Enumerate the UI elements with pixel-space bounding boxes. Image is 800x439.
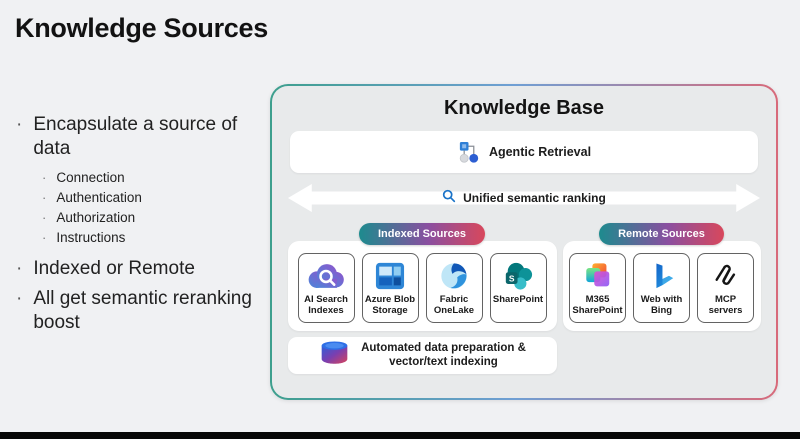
unified-ranking-label: Unified semantic ranking (463, 191, 606, 205)
search-icon (442, 189, 456, 208)
bullet-icon: · (42, 169, 47, 185)
notes-sublist: · Connection · Authentication · Authorizati… (42, 168, 268, 249)
ai-search-icon (305, 260, 347, 292)
indexed-sources-badge-row: Indexed Sources (288, 223, 557, 245)
note-text: Instructions (56, 230, 126, 246)
sources-columns: Indexed Sources (272, 223, 776, 374)
list-item: · Indexed or Remote (16, 257, 268, 281)
card-azure-blob-storage: Azure Blob Storage (361, 253, 419, 323)
list-item: · All get semantic reranking boost (16, 287, 268, 335)
m365-sharepoint-icon (583, 260, 613, 292)
bullet-icon: · (16, 257, 23, 279)
card-m365-sharepoint: M365 SharePoint (569, 253, 626, 323)
card-fabric-onelake: Fabric OneLake (425, 253, 483, 323)
indexed-sources-badge: Indexed Sources (358, 223, 486, 245)
card-mcp-servers: MCP servers (697, 253, 754, 323)
automated-indexing-line1: Automated data preparation & (361, 341, 526, 354)
card-sharepoint: S SharePoint (489, 253, 547, 323)
svg-text:S: S (509, 273, 515, 283)
note-text: Authorization (56, 210, 136, 225)
card-web-with-bing: Web with Bing (633, 253, 690, 323)
bullet-icon: · (16, 288, 23, 310)
page-title: Knowledge Sources (15, 13, 268, 43)
automated-indexing-label: Automated data preparation & vector/text… (361, 342, 526, 370)
mcp-icon (712, 260, 740, 292)
note-text: Connection (56, 169, 125, 185)
indexed-sources-group: AI Search Indexes Azure (287, 241, 557, 331)
agentic-retrieval-label: Agentic Retrieval (488, 145, 592, 159)
unified-ranking-content: Unified semantic ranking (286, 181, 762, 215)
list-item: · Instructions (42, 228, 268, 248)
card-label: AI Search Indexes (304, 294, 348, 316)
remote-sources-badge: Remote Sources (599, 223, 724, 245)
double-arrow-shape (287, 184, 761, 212)
card-label: Fabric OneLake (433, 294, 475, 316)
card-label: SharePoint (492, 294, 544, 305)
bullet-icon: · (42, 230, 47, 246)
unified-ranking-arrow: Unified semantic ranking (286, 181, 762, 215)
card-label: Web with Bing (640, 294, 683, 316)
note-text: Indexed or Remote (33, 257, 195, 279)
remote-sources-badge-row: Remote Sources (563, 223, 761, 245)
list-item: · Authorization (42, 208, 268, 228)
note-text: All get semantic reranking boost (33, 288, 252, 333)
automated-indexing-bar: Automated data preparation & vector/text… (287, 337, 557, 374)
bing-icon (649, 260, 675, 292)
fabric-onelake-icon (439, 260, 469, 292)
knowledge-base-title: Knowledge Base (443, 97, 605, 119)
knowledge-base-frame: Knowledge Base Agentic Retrieval (270, 84, 778, 400)
card-label: MCP servers (708, 294, 743, 316)
note-text: Authentication (56, 189, 142, 205)
card-label: M365 SharePoint (572, 294, 623, 316)
remote-sources-column: Remote Sources (562, 223, 761, 374)
notes-list: · Encapsulate a source of data · Connecti… (16, 113, 268, 342)
sharepoint-icon: S (502, 260, 534, 292)
card-label: Azure Blob Storage (364, 294, 416, 316)
list-item: · Encapsulate a source of data (16, 113, 268, 161)
agentic-retrieval-bar: Agentic Retrieval (290, 131, 758, 173)
agentic-retrieval-icon (457, 136, 480, 168)
bottom-black-bar (0, 432, 800, 439)
knowledge-base-panel: Knowledge Base Agentic Retrieval (272, 86, 776, 398)
remote-sources-group: M365 SharePoint Web wi (562, 241, 761, 331)
note-text: Encapsulate a source of data (33, 114, 238, 159)
list-item: · Authentication (42, 188, 268, 208)
bullet-icon: · (42, 210, 47, 225)
azure-blob-icon (375, 260, 405, 292)
list-item: · Connection (42, 168, 268, 188)
database-icon (318, 340, 351, 371)
bullet-icon: · (42, 189, 47, 205)
indexed-sources-column: Indexed Sources (287, 223, 557, 374)
automated-indexing-line2: vector/text indexing (389, 355, 498, 368)
bullet-icon: · (16, 114, 23, 135)
card-ai-search-indexes: AI Search Indexes (297, 253, 355, 323)
